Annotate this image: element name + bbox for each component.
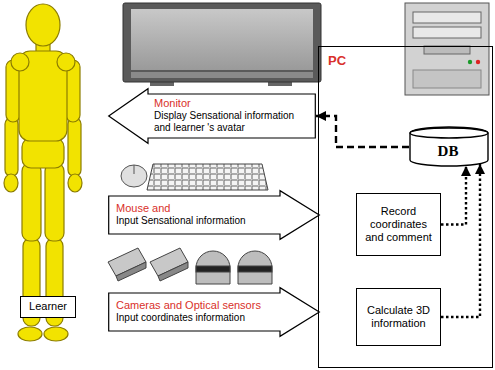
node-text: Input coordinates information	[116, 312, 276, 324]
pc-box: PC DB Record coordinates and commentCalcul…	[318, 46, 493, 368]
shoulder	[11, 53, 29, 71]
text-block: PC	[328, 53, 346, 69]
shoulder	[57, 53, 75, 71]
optical-sensor	[196, 251, 230, 284]
node-title: Learner	[24, 300, 72, 313]
monitor-icon	[123, 3, 321, 86]
process-box: Calculate 3D information	[356, 288, 441, 346]
sensor-devices	[108, 248, 272, 284]
text-block: Record coordinates and comment	[362, 205, 435, 245]
hand	[68, 174, 82, 192]
led	[476, 60, 480, 64]
node-title: Record coordinates and comment	[362, 205, 435, 245]
node-title: DB	[413, 142, 483, 160]
hand	[4, 174, 18, 192]
monitor-screen	[131, 9, 313, 70]
pc-tower	[405, 3, 489, 95]
forearm	[5, 118, 18, 176]
data-flow-arrow	[441, 166, 466, 225]
input-devices	[121, 164, 268, 190]
node-title: Cameras and Optical sensors	[116, 299, 276, 312]
foot	[18, 327, 42, 341]
floppy-slot	[424, 46, 470, 54]
data-flow-arrow	[441, 164, 480, 317]
input-arrow: Mouse andInput Sensational information	[108, 190, 320, 240]
node-outline	[108, 190, 320, 240]
text-block: Calculate 3D information	[362, 304, 435, 330]
head	[26, 4, 60, 46]
pelvis	[22, 138, 64, 168]
mouse-icon	[121, 165, 147, 187]
mouse-line	[134, 165, 135, 174]
data-flow-arrow	[316, 116, 409, 147]
tower-panel	[413, 70, 481, 88]
drive-bay	[413, 27, 481, 38]
text-block: Mouse andInput Sensational information	[116, 202, 276, 227]
output-arrow: MonitorDisplay Sensational information a…	[108, 88, 316, 144]
database: DB	[409, 127, 489, 167]
thigh	[22, 163, 41, 241]
monitor-frame	[123, 3, 321, 82]
text-block: Cameras and Optical sensorsInput coordin…	[116, 299, 276, 324]
foot	[44, 327, 68, 341]
node-title: Mouse and	[116, 202, 276, 215]
learner-figure	[4, 4, 82, 341]
monitor-strip	[131, 72, 313, 78]
node-title: Calculate 3D information	[362, 304, 435, 330]
learner-label: Learner	[20, 296, 76, 318]
drive-bay	[413, 12, 481, 23]
text-block: DB	[413, 142, 483, 160]
node-outline	[108, 287, 320, 337]
node-text: Input Sensational information	[116, 215, 276, 227]
text-block: Learner	[24, 300, 72, 313]
forearm	[68, 118, 81, 176]
optical-sensor	[238, 251, 272, 284]
text-block: MonitorDisplay Sensational information a…	[154, 97, 310, 134]
sensor-band	[196, 266, 230, 272]
camera-icon	[158, 262, 188, 281]
node-title: Monitor	[154, 97, 310, 110]
tower-case	[405, 3, 489, 95]
node-text: Display Sensational information and lear…	[154, 110, 310, 134]
camera-icon	[116, 262, 146, 281]
keyboard-icon	[147, 164, 268, 190]
input-arrow: Cameras and Optical sensorsInput coordin…	[108, 287, 320, 337]
sensor-band	[238, 266, 272, 272]
process-box: Record coordinates and comment	[356, 193, 441, 256]
thigh	[45, 163, 64, 241]
node-title: PC	[328, 53, 346, 69]
led	[468, 60, 472, 64]
